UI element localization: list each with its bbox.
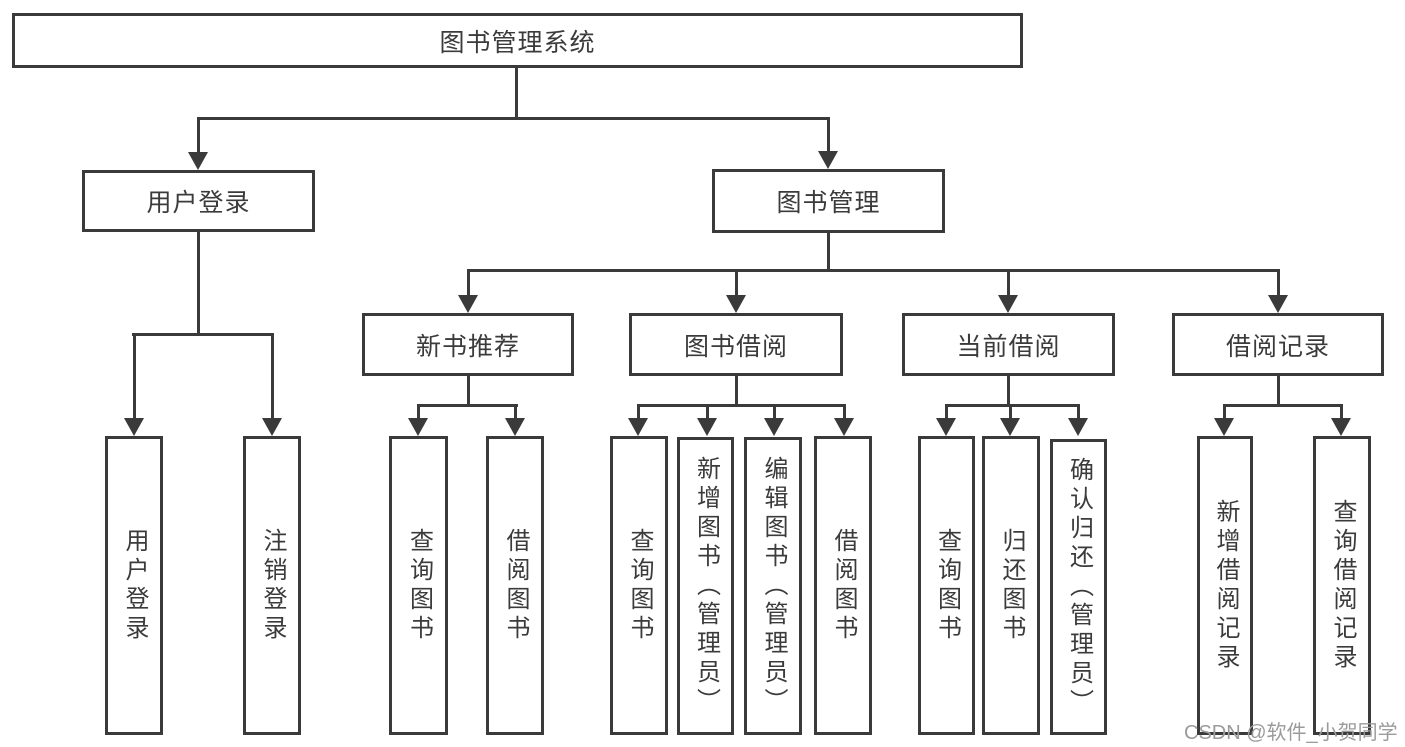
arrow-head [188, 152, 208, 170]
leaf-user-login: 用户登录 [105, 436, 163, 735]
connector-book-mgmt-stem [827, 233, 830, 271]
connector-to-leaf [945, 404, 948, 421]
leaf-label: 查询图书 [933, 527, 961, 644]
connector-user-login-branch [132, 333, 273, 336]
arrow-head [1000, 418, 1020, 436]
node-label: 当前借阅 [956, 332, 1061, 361]
connector-stem [735, 376, 738, 407]
leaf-query-borrow-record: 查询借阅记录 [1313, 436, 1371, 735]
connector-branch [417, 404, 518, 407]
leaf-label: 查询图书 [405, 527, 433, 644]
connector-branch [945, 404, 1079, 407]
connector-book-mgmt-branch [467, 269, 1280, 272]
leaf-label: 新增借阅记录 [1212, 498, 1239, 673]
connector-root-branch [197, 117, 830, 120]
node-library-system: 图书管理系统 [12, 13, 1023, 68]
node-label: 图书管理系统 [439, 28, 596, 57]
connector-to-leaf [514, 404, 517, 421]
connector-to-leaf [1340, 404, 1343, 421]
arrow-head [834, 418, 854, 436]
connector-to-leaf [1009, 404, 1012, 421]
leaf-label: 归还图书 [998, 527, 1025, 644]
arrow-head [262, 418, 282, 436]
connector-stem [467, 376, 470, 407]
connector-to-node [1277, 269, 1280, 299]
arrow-head [1331, 418, 1351, 436]
connector-stem [1277, 376, 1280, 407]
arrow-head [998, 295, 1018, 313]
node-label: 用户登录 [146, 189, 251, 217]
connector-to-leaf [1223, 404, 1226, 421]
connector-stem [1007, 376, 1010, 407]
leaf-label: 新增图书（管理员） [692, 455, 720, 717]
arrow-head [764, 418, 784, 436]
csdn-watermark: CSDN @软件_小贺同学 [1184, 722, 1398, 744]
connector-branch [1223, 404, 1343, 407]
leaf-query-books-borrowing: 查询图书 [610, 436, 668, 735]
connector-to-leaf [271, 333, 274, 421]
node-book-management: 图书管理 [712, 169, 945, 233]
connector-to-leaf [843, 404, 846, 421]
node-borrow-records: 借阅记录 [1172, 313, 1384, 376]
node-label: 图书管理 [776, 189, 881, 217]
node-book-borrowing: 图书借阅 [629, 313, 843, 376]
connector-to-leaf [773, 404, 776, 421]
arrow-head [505, 418, 525, 436]
leaf-borrow-books-recommend: 借阅图书 [486, 436, 544, 735]
connector-to-node [735, 269, 738, 299]
connector-user-login-stem [197, 232, 200, 336]
connector-branch [637, 404, 846, 407]
node-label: 图书借阅 [683, 332, 788, 361]
node-current-borrow: 当前借阅 [902, 313, 1115, 376]
arrow-head [726, 295, 746, 313]
arrow-head [1214, 418, 1234, 436]
connector-to-leaf [1077, 404, 1080, 421]
leaf-label: 借阅图书 [830, 527, 857, 644]
leaf-confirm-return-admin: 确认归还（管理员） [1050, 439, 1107, 735]
leaf-query-books-current: 查询图书 [918, 436, 975, 735]
arrow-head [408, 418, 428, 436]
arrow-head [124, 418, 144, 436]
leaf-label: 借阅图书 [502, 527, 529, 644]
node-new-book-recommend: 新书推荐 [362, 313, 574, 376]
connector-to-leaf [417, 404, 420, 421]
arrow-head [458, 295, 478, 313]
connector-to-leaf [706, 404, 709, 421]
leaf-label: 查询借阅记录 [1329, 498, 1356, 673]
node-user-login: 用户登录 [82, 170, 315, 232]
arrow-head [1268, 295, 1288, 313]
leaf-add-book-admin: 新增图书（管理员） [677, 437, 734, 735]
leaf-borrow-books-borrowing: 借阅图书 [814, 436, 872, 735]
leaf-logout: 注销登录 [243, 436, 301, 735]
connector-to-node [467, 269, 470, 299]
leaf-edit-book-admin: 编辑图书（管理员） [744, 437, 802, 735]
arrow-head [628, 418, 648, 436]
connector-to-book-mgmt [827, 117, 830, 154]
leaf-return-book: 归还图书 [982, 436, 1040, 735]
leaf-add-borrow-record: 新增借阅记录 [1197, 436, 1253, 735]
arrow-head [936, 418, 956, 436]
connector-to-leaf [133, 333, 136, 421]
leaf-query-books-recommend: 查询图书 [389, 436, 448, 735]
arrow-head [697, 418, 717, 436]
connector-to-user-login [197, 117, 200, 155]
connector-root-stem [515, 68, 518, 118]
connector-to-node [1007, 269, 1010, 299]
node-label: 新书推荐 [415, 332, 520, 361]
node-label: 借阅记录 [1225, 332, 1330, 361]
leaf-label: 用户登录 [121, 527, 148, 644]
leaf-label: 确认归还（管理员） [1065, 456, 1093, 718]
leaf-label: 注销登录 [259, 527, 286, 644]
connector-to-leaf [637, 404, 640, 421]
arrow-head [1068, 418, 1088, 436]
arrow-head [818, 151, 838, 169]
leaf-label: 查询图书 [626, 527, 653, 644]
leaf-label: 编辑图书（管理员） [760, 455, 787, 717]
